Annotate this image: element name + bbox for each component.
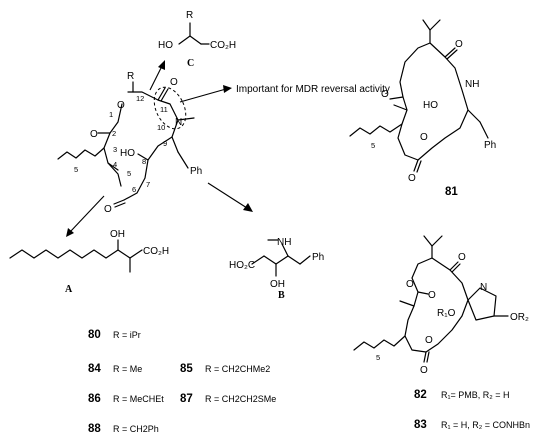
a-co2h-atom: CO₂H [143, 246, 169, 257]
s81-o-ring: O [420, 132, 428, 143]
scaffold-num-5: 5 [127, 169, 131, 178]
c-ho-atom: HO [158, 40, 173, 51]
s81-label: 81 [445, 186, 458, 198]
s82-o-carbonyl: O [458, 252, 466, 263]
a-label: A [65, 284, 73, 295]
compound-88-num: 88 [88, 423, 101, 435]
highlight-ellipse [153, 86, 187, 130]
fragment-c: R HO CO₂H C [158, 10, 236, 69]
compound-85-num: 85 [180, 363, 193, 375]
scaffold-macrocycle: R O O N HO O O Ph 5 1 2 3 4 5 6 7 8 9 10… [57, 60, 253, 237]
scaffold-num-10: 10 [157, 123, 165, 132]
scaffold-o-side: O [90, 129, 98, 140]
compound-82-num: 82 [414, 389, 427, 401]
structure-81: O O NH HO O O Ph 5 81 [349, 19, 496, 198]
compound-86-num: 86 [88, 393, 101, 405]
scaffold-num-6: 6 [132, 185, 136, 194]
scaffold-o-ester: O [117, 100, 125, 111]
compound-87-num: 87 [180, 393, 193, 405]
structure-82-83: O O O N R₁O OR₂ O O 5 [353, 235, 529, 376]
s82-o-ring: O [425, 335, 433, 346]
s82-o-lactone: O [420, 365, 428, 376]
scaffold-num-9: 9 [163, 139, 167, 148]
c-co2h-atom: CO₂H [210, 40, 236, 51]
compound-80-num: 80 [88, 329, 101, 341]
scaffold-num-8: 8 [142, 157, 146, 166]
s81-o-carbonyl: O [455, 39, 463, 50]
scaffold-o-carbonyl: O [170, 77, 178, 88]
scaffold-num-3: 3 [113, 145, 117, 154]
fragment-b: NH Ph HO₂C OH B [229, 237, 324, 301]
scaffold-chain-index: 5 [74, 165, 78, 174]
c-r-atom: R [186, 10, 193, 21]
scaffold-num-4: 4 [113, 160, 117, 169]
compound-84-text: R = Me [113, 364, 142, 374]
b-nh-atom: NH [277, 237, 291, 248]
c-label: C [187, 58, 194, 69]
scaffold-r-atom: R [127, 71, 134, 82]
s82-o-left: O [406, 279, 414, 290]
s82-o-mid: O [428, 290, 436, 301]
compound-84-num: 84 [88, 363, 101, 375]
compound-87-text: R = CH2CH2SMe [205, 394, 276, 404]
scaffold-num-2: 2 [112, 129, 116, 138]
s81-ho: HO [423, 100, 438, 111]
s81-o-left: O [381, 89, 389, 100]
compound-83-text: R₁ = H, R₂ = CONHBn [441, 420, 530, 430]
s82-n-atom: N [480, 282, 487, 293]
compound-83-num: 83 [414, 419, 427, 431]
compound-80-text: R = iPr [113, 330, 141, 340]
scaffold-num-7: 7 [146, 180, 150, 189]
scaffold-n-atom: N [175, 117, 182, 128]
scaffold-num-11: 11 [160, 105, 168, 114]
compound-82-text: R₁= PMB, R₂ = H [441, 390, 510, 400]
scaffold-ph-atom: Ph [190, 166, 202, 177]
s82-r1o: R₁O [437, 308, 456, 319]
compound-legend: 80 R = iPr 84 R = Me 85 R = CH2CHMe2 86 … [88, 329, 530, 435]
scaffold-num-12: 12 [136, 94, 144, 103]
compound-86-text: R = MeCHEt [113, 394, 164, 404]
s81-o-lactone: O [408, 173, 416, 184]
compound-88-text: R = CH2Ph [113, 424, 159, 434]
s81-ph: Ph [484, 140, 496, 151]
s82-chain-index: 5 [376, 353, 380, 362]
scaffold-num-1: 1 [109, 110, 113, 119]
a-oh-atom: OH [110, 229, 125, 240]
b-oh-atom: OH [270, 279, 285, 290]
scaffold-ho-atom: HO [120, 148, 135, 159]
s81-nh: NH [465, 79, 479, 90]
b-label: B [278, 290, 285, 301]
b-ho2c-atom: HO₂C [229, 260, 255, 271]
scaffold-o-lactone: O [104, 204, 112, 215]
s82-or2: OR₂ [510, 312, 529, 323]
compound-85-text: R = CH2CHMe2 [205, 364, 270, 374]
b-ph-atom: Ph [312, 252, 324, 263]
s81-chain-index: 5 [371, 141, 375, 150]
mdr-annotation: Important for MDR reversal activity [236, 84, 390, 95]
fragment-a: OH CO₂H A [9, 229, 169, 295]
